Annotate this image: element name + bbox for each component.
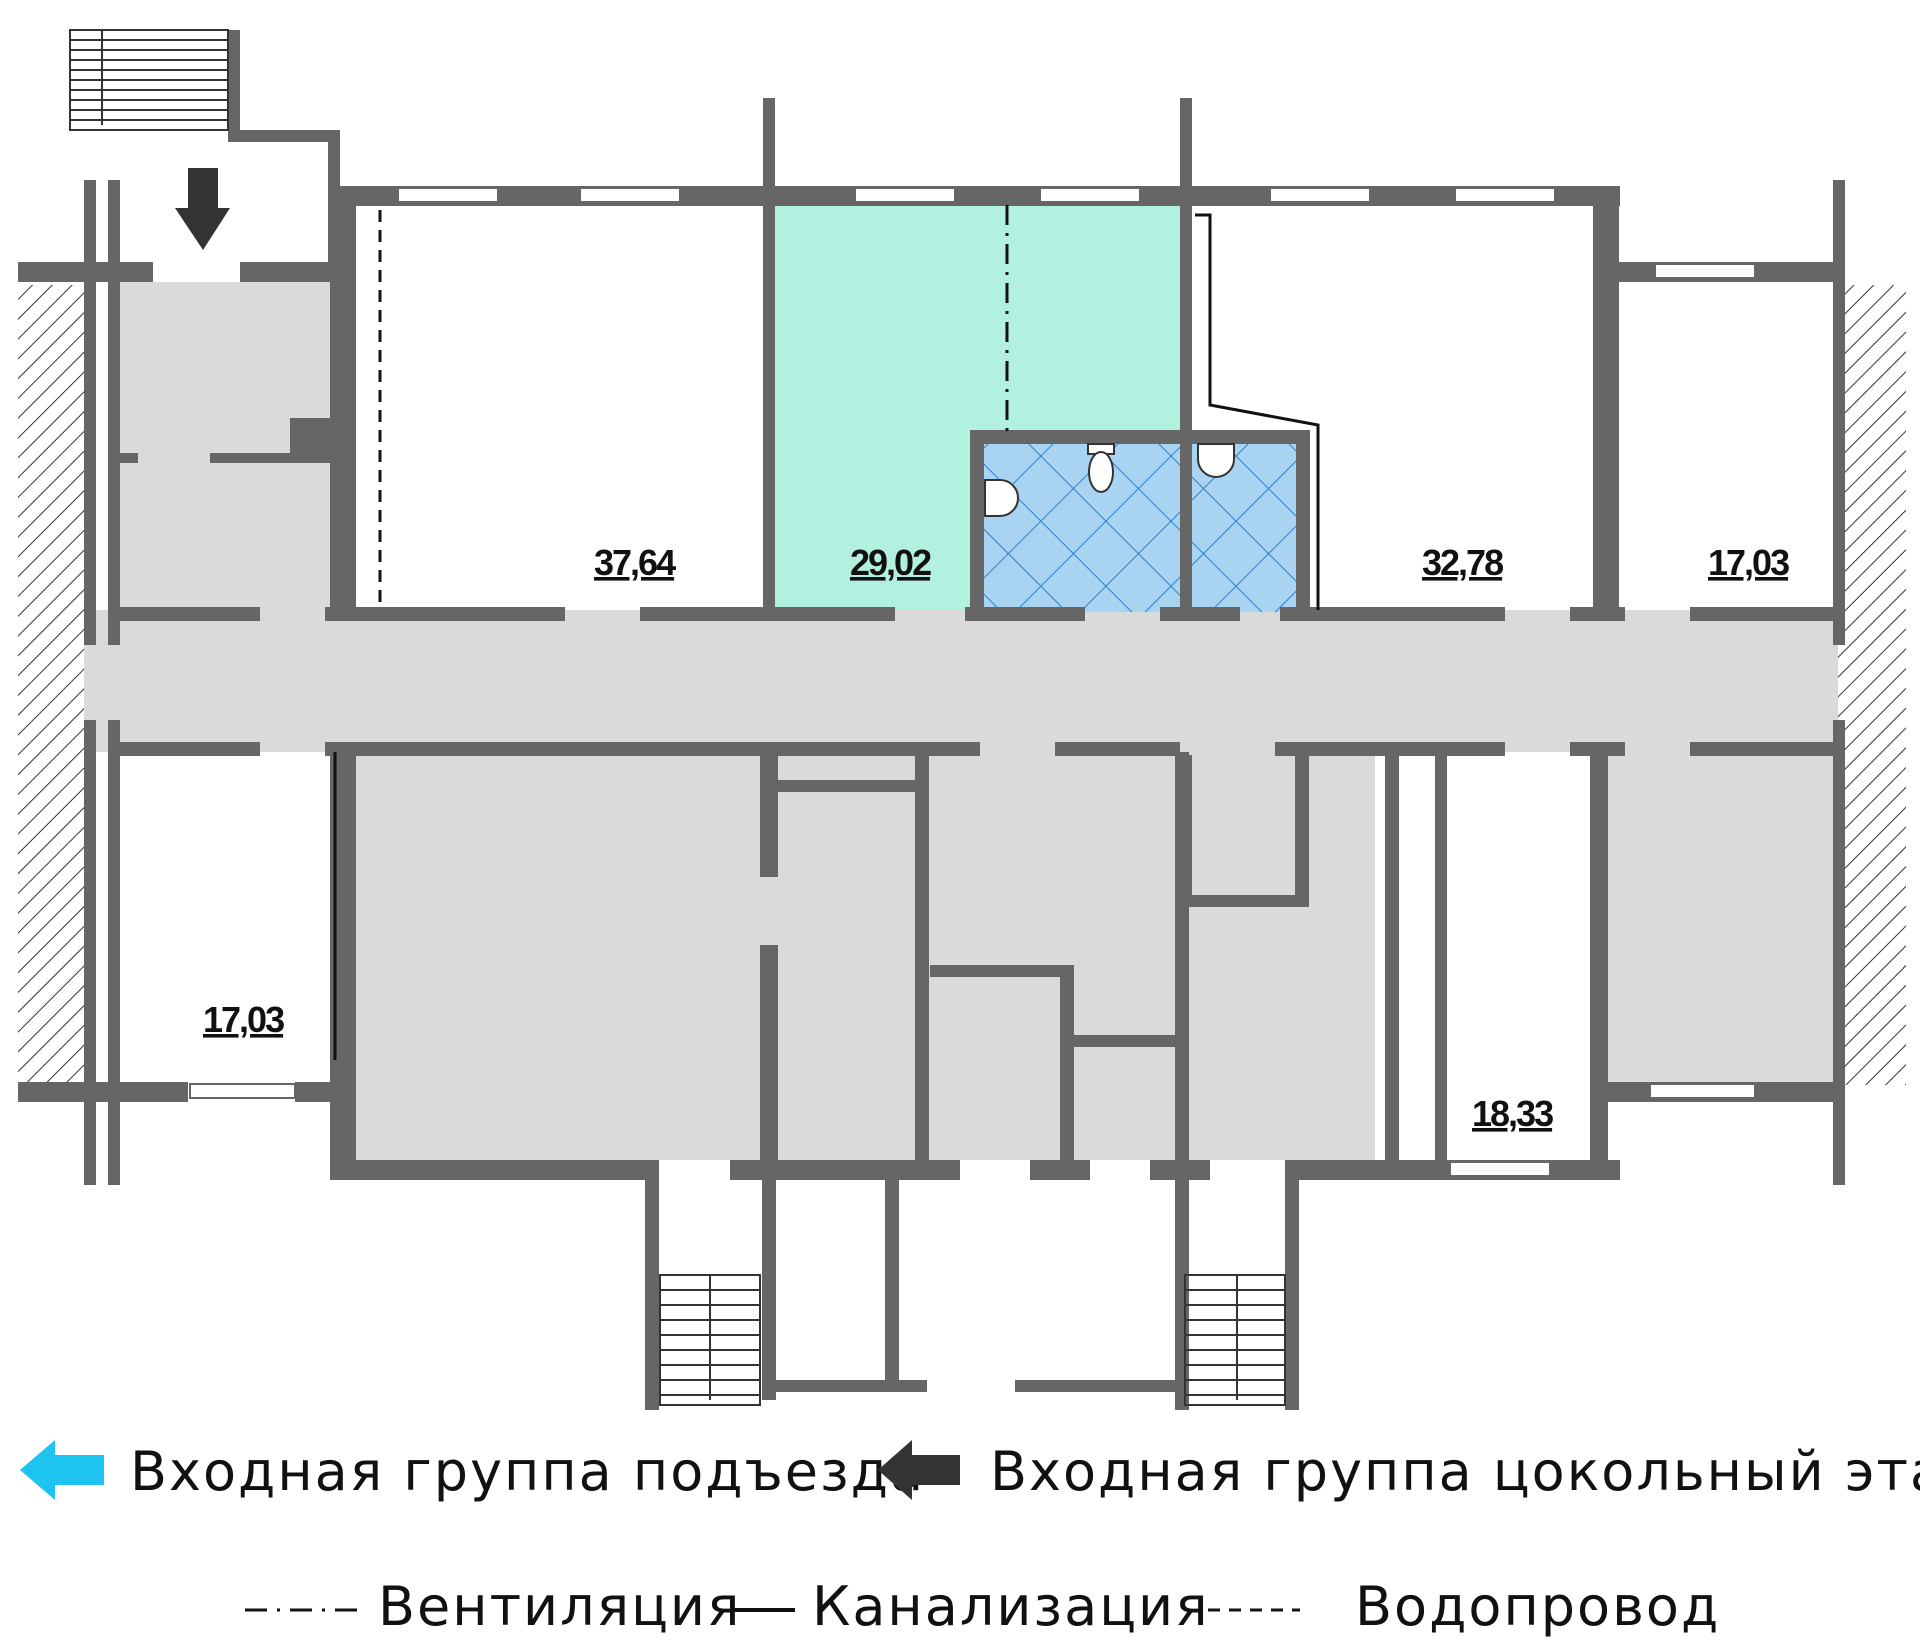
hatched-wall-left <box>18 285 84 1085</box>
hatched-wall-right <box>1838 285 1906 1085</box>
room-area-label: 18,33 <box>1472 1093 1553 1134</box>
entrance-main-arrow-icon <box>20 1440 104 1500</box>
walls <box>18 30 1845 1410</box>
room-area-label: 29,02 <box>850 542 931 583</box>
windows <box>189 187 1756 1177</box>
stairs <box>69 29 1286 1406</box>
room-area-label: 17,03 <box>1708 542 1789 583</box>
sewerage-line <box>1195 213 1320 610</box>
sink-icon <box>984 479 1019 517</box>
legend-sewerage: Канализация <box>812 1575 1210 1638</box>
room-area-label: 17,03 <box>203 999 284 1040</box>
room-area-label: 32,78 <box>1422 542 1503 583</box>
legend-entrance-basement: Входная группа цокольный этаж <box>990 1440 1920 1503</box>
sink-icon-2 <box>1197 443 1235 478</box>
legend-water: Водопровод <box>1355 1575 1720 1638</box>
bathroom-1 <box>982 440 1180 612</box>
basement-entrance-arrow-icon <box>175 168 230 250</box>
room-area-label: 37,64 <box>594 542 676 583</box>
common-areas <box>84 282 1838 1160</box>
toilet-icon <box>1087 443 1115 493</box>
legend-entrance-main: Входная группа подъезда <box>130 1440 925 1503</box>
legend-ventilation: Вентиляция <box>378 1575 741 1638</box>
entrance-basement-arrow-icon <box>878 1440 960 1500</box>
